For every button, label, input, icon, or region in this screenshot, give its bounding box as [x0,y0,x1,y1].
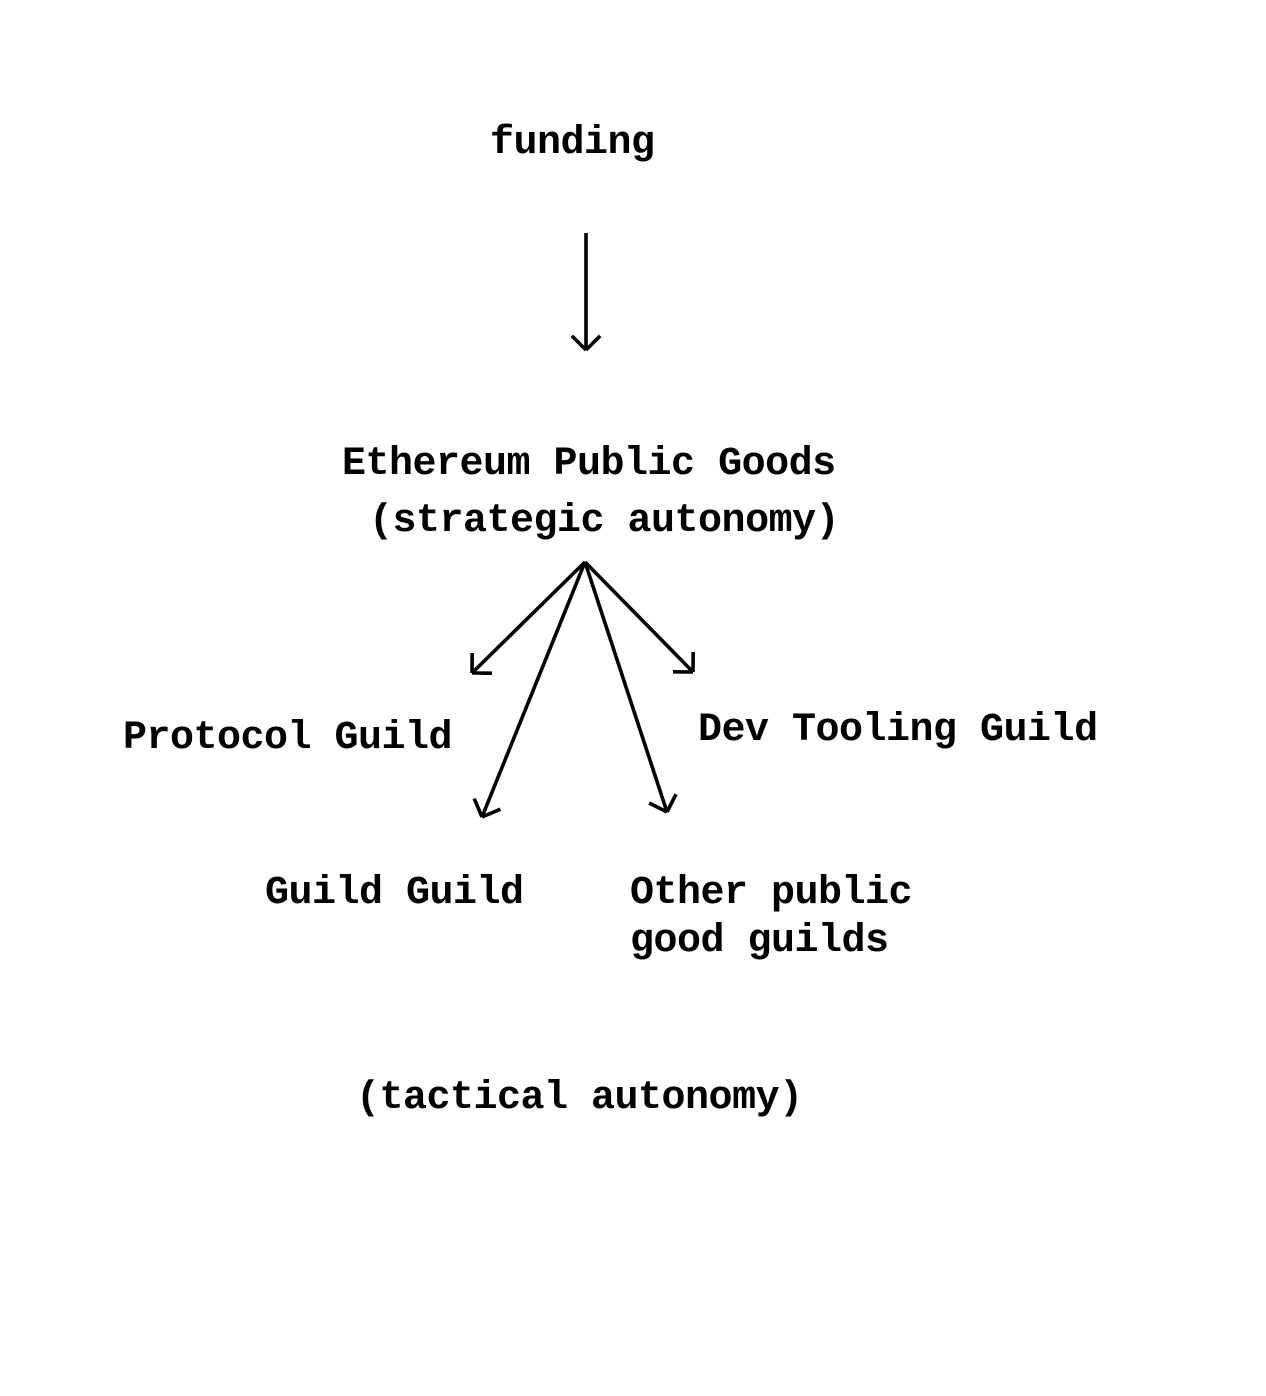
strategic-autonomy-subtitle: (strategic autonomy) [369,499,840,544]
dev-tooling-guild-label: Dev Tooling Guild [698,708,1098,753]
ethereum-public-goods-to-dev-tooling-guild-arrow [583,560,695,674]
tactical-autonomy-label: (tactical autonomy) [356,1076,803,1121]
ethereum-public-goods-to-other-guilds-arrow [583,561,678,814]
guild-guild-label: Guild Guild [265,871,524,916]
protocol-guild-label: Protocol Guild [123,716,453,761]
funding-to-ethereum-public-goods-arrow [570,233,602,352]
ethereum-public-goods-title: Ethereum Public Goods [342,442,836,487]
ethereum-public-goods-to-guild-guild-arrow [472,561,587,819]
other-guilds-label-line1: Other public [630,871,913,916]
other-guilds-label-line2: good guilds [630,919,889,964]
funding-label: funding [490,121,655,166]
ethereum-public-goods-to-protocol-guild-arrow [470,560,587,675]
